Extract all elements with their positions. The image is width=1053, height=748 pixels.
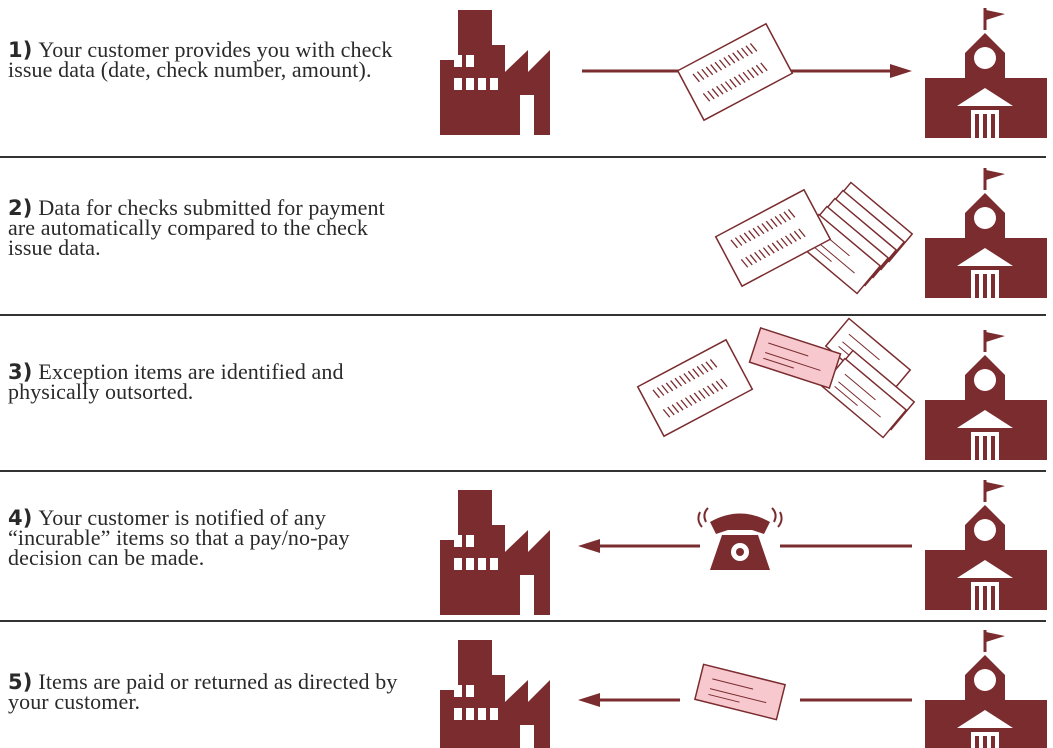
check-icon	[748, 327, 842, 389]
document-icon	[714, 189, 832, 287]
bank-icon	[923, 328, 1049, 462]
step-1-number: 1)	[8, 38, 33, 62]
step-3-text: 3)Exception items are identified and phy…	[8, 359, 408, 404]
divider-1	[0, 156, 1046, 158]
telephone-icon	[697, 507, 783, 570]
step-5-description: Items are paid or returned as directed b…	[8, 669, 398, 714]
step-3-number: 3)	[8, 360, 33, 384]
factory-icon	[440, 10, 550, 135]
document-icon	[676, 23, 794, 121]
step-2-number: 2)	[8, 196, 33, 220]
bank-icon	[923, 478, 1049, 612]
divider-3	[0, 470, 1046, 472]
step-4-text: 4)Your customer is notified of any “incu…	[8, 505, 408, 570]
divider-4	[0, 620, 1046, 622]
bank-icon	[923, 628, 1049, 748]
check-stack	[821, 317, 915, 439]
step-5-text: 5)Items are paid or returned as directed…	[8, 669, 408, 714]
document-icon	[636, 339, 754, 437]
step-1-description: Your customer provides you with check is…	[8, 37, 393, 82]
arrow-right-head	[890, 64, 912, 78]
bank-icon	[923, 166, 1049, 300]
arrow-left-head	[578, 539, 600, 553]
bank-icon	[923, 6, 1049, 140]
factory-icon	[440, 640, 550, 748]
step-3-description: Exception items are identified and physi…	[8, 359, 344, 404]
step-2-text: 2)Data for checks submitted for payment …	[8, 195, 408, 260]
step-2-description: Data for checks submitted for payment ar…	[8, 195, 385, 260]
step-5-number: 5)	[8, 670, 33, 694]
factory-icon	[440, 490, 550, 615]
divider-2	[0, 314, 1046, 316]
step-4-number: 4)	[8, 506, 33, 530]
check-icon	[694, 663, 786, 721]
step-4-description: Your customer is notified of any “incura…	[8, 505, 350, 570]
step-1-text: 1)Your customer provides you with check …	[8, 37, 408, 82]
arrow-left-head	[578, 693, 600, 707]
